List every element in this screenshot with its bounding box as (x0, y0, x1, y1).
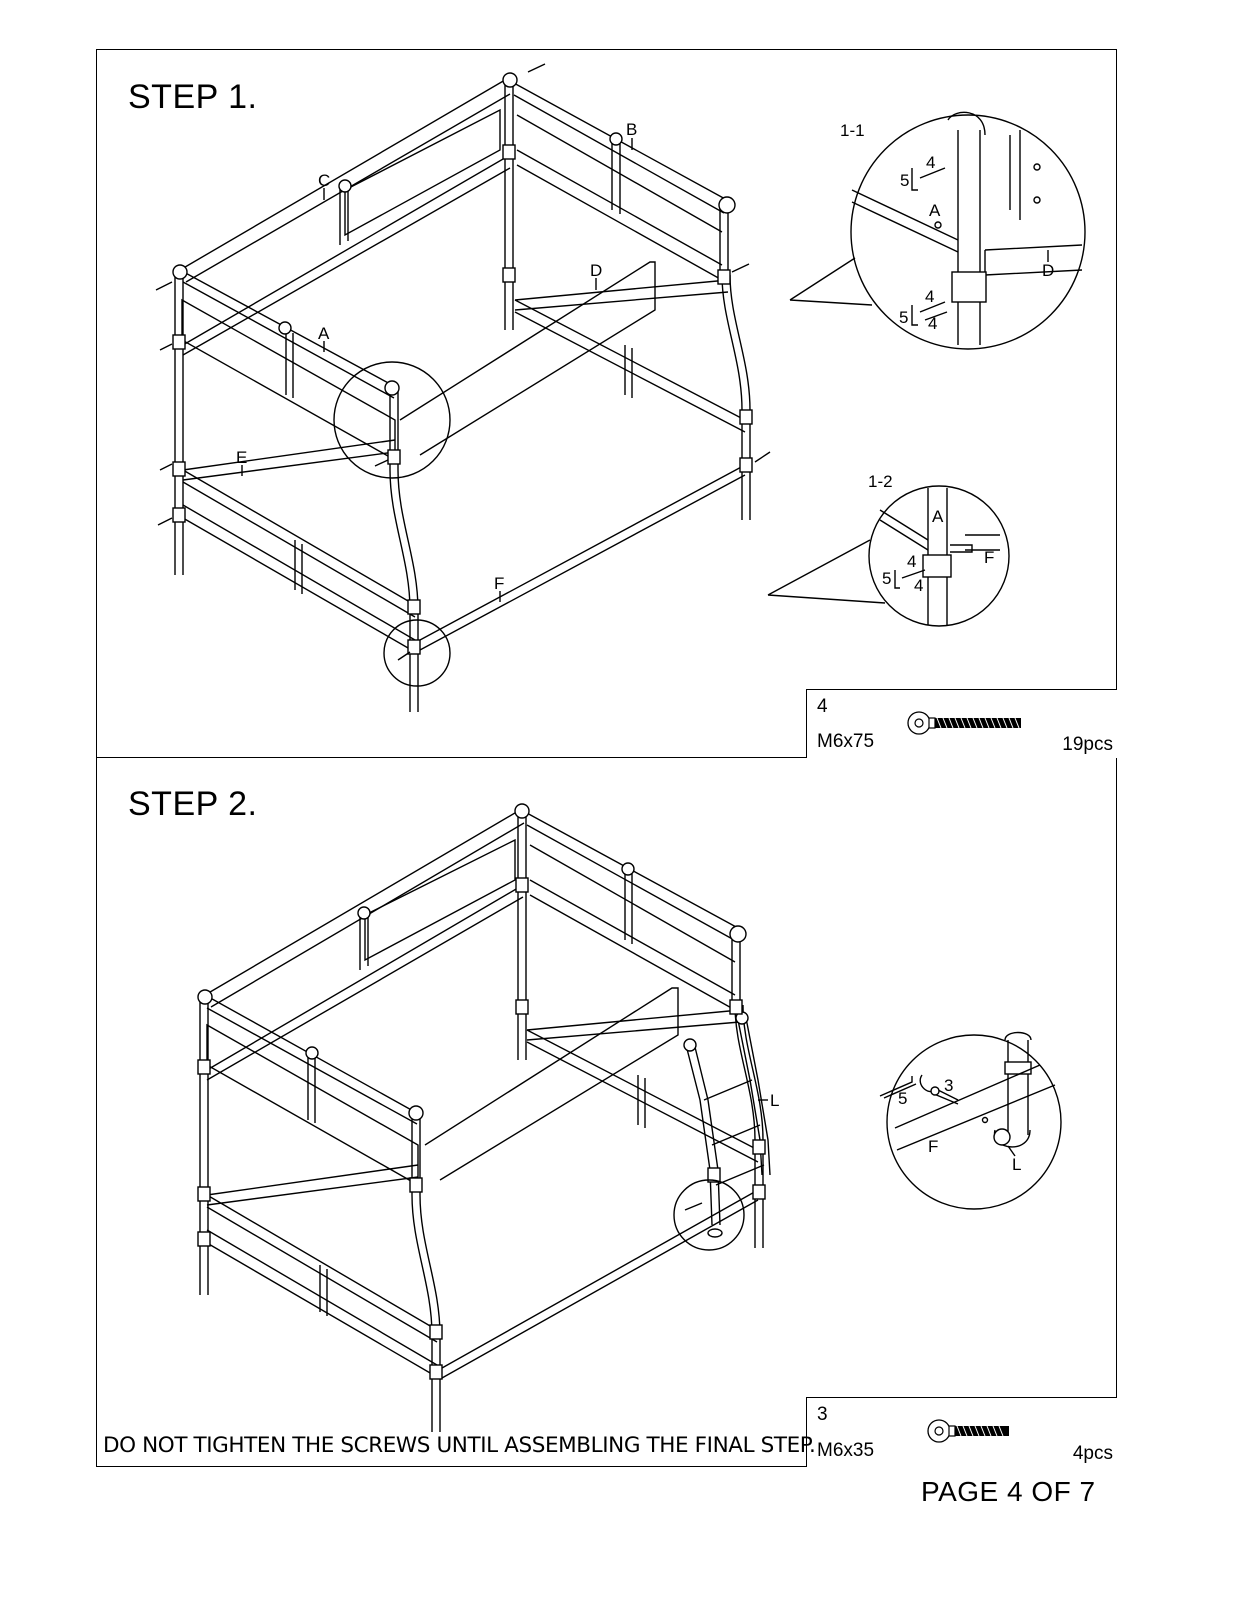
part-label-c: C (318, 171, 330, 190)
hardware-quantity: 19pcs (1062, 734, 1113, 755)
part-label-e: E (236, 448, 247, 467)
step-2-detail-callout-5: 5 (898, 1089, 907, 1108)
step-2-bed-frame-drawing: L (197, 803, 779, 1432)
step-2-part-label-l: L (770, 1091, 779, 1110)
assembly-warning: DO NOT TIGHTEN THE SCREWS UNTIL ASSEMBLI… (103, 1433, 816, 1458)
detail-1-1-callout-5b: 5 (899, 308, 908, 327)
detail-1-1-callout-4a: 4 (926, 153, 935, 172)
detail-1-2-drawing: 1-2 A 4 5 4 F (767, 472, 1010, 627)
part-label-a: A (318, 324, 330, 343)
page-number: PAGE 4 OF 7 (921, 1476, 1096, 1507)
detail-1-2-label: 1-2 (868, 472, 893, 491)
detail-1-2-part-a: A (932, 507, 944, 526)
step-2-hardware-box: 3 M6x35 4pcs (806, 1397, 1117, 1467)
hardware-quantity: 4pcs (1072, 1443, 1113, 1464)
hardware-size: M6x75 (817, 731, 875, 752)
step-2-detail-callout-3: 3 (944, 1076, 953, 1095)
part-label-f: F (494, 574, 504, 593)
step-1-title: STEP 1. (128, 78, 258, 116)
hardware-size: M6x35 (817, 1440, 875, 1461)
detail-1-1-part-a: A (929, 201, 941, 220)
hardware-number: 4 (817, 696, 828, 717)
detail-1-1-part-d: D (1042, 261, 1054, 280)
step-2-detail-drawing: 3 5 F L (879, 1031, 1062, 1210)
page-frame (96, 49, 1117, 1467)
part-label-b: B (626, 120, 637, 139)
detail-1-2-callout-4a: 4 (907, 552, 916, 571)
detail-1-1-callout-5a: 5 (900, 171, 909, 190)
detail-1-1-drawing: 1-1 5 4 A 4 5 4 D (789, 111, 1086, 350)
hardware-number: 3 (817, 1404, 828, 1425)
detail-1-2-callout-4b: 4 (914, 576, 923, 595)
detail-1-1-callout-4c: 4 (928, 314, 937, 333)
detail-1-2-callout-5: 5 (882, 569, 891, 588)
short-bolt-icon (927, 1419, 1009, 1443)
step-divider (96, 757, 1117, 758)
part-label-d: D (590, 261, 602, 280)
detail-1-1-callout-4b: 4 (925, 287, 934, 306)
detail-1-2-part-f: F (984, 548, 994, 567)
step-2-detail-part-l: L (1012, 1155, 1021, 1174)
step-2-detail-part-f: F (928, 1137, 938, 1156)
detail-1-1-label: 1-1 (840, 121, 865, 140)
step-2-title: STEP 2. (128, 785, 258, 823)
step-1-bed-frame-drawing: B C D A E F (155, 63, 771, 712)
long-bolt-icon (907, 711, 1021, 735)
step-1-hardware-box: 4 M6x75 19pcs (806, 689, 1117, 758)
